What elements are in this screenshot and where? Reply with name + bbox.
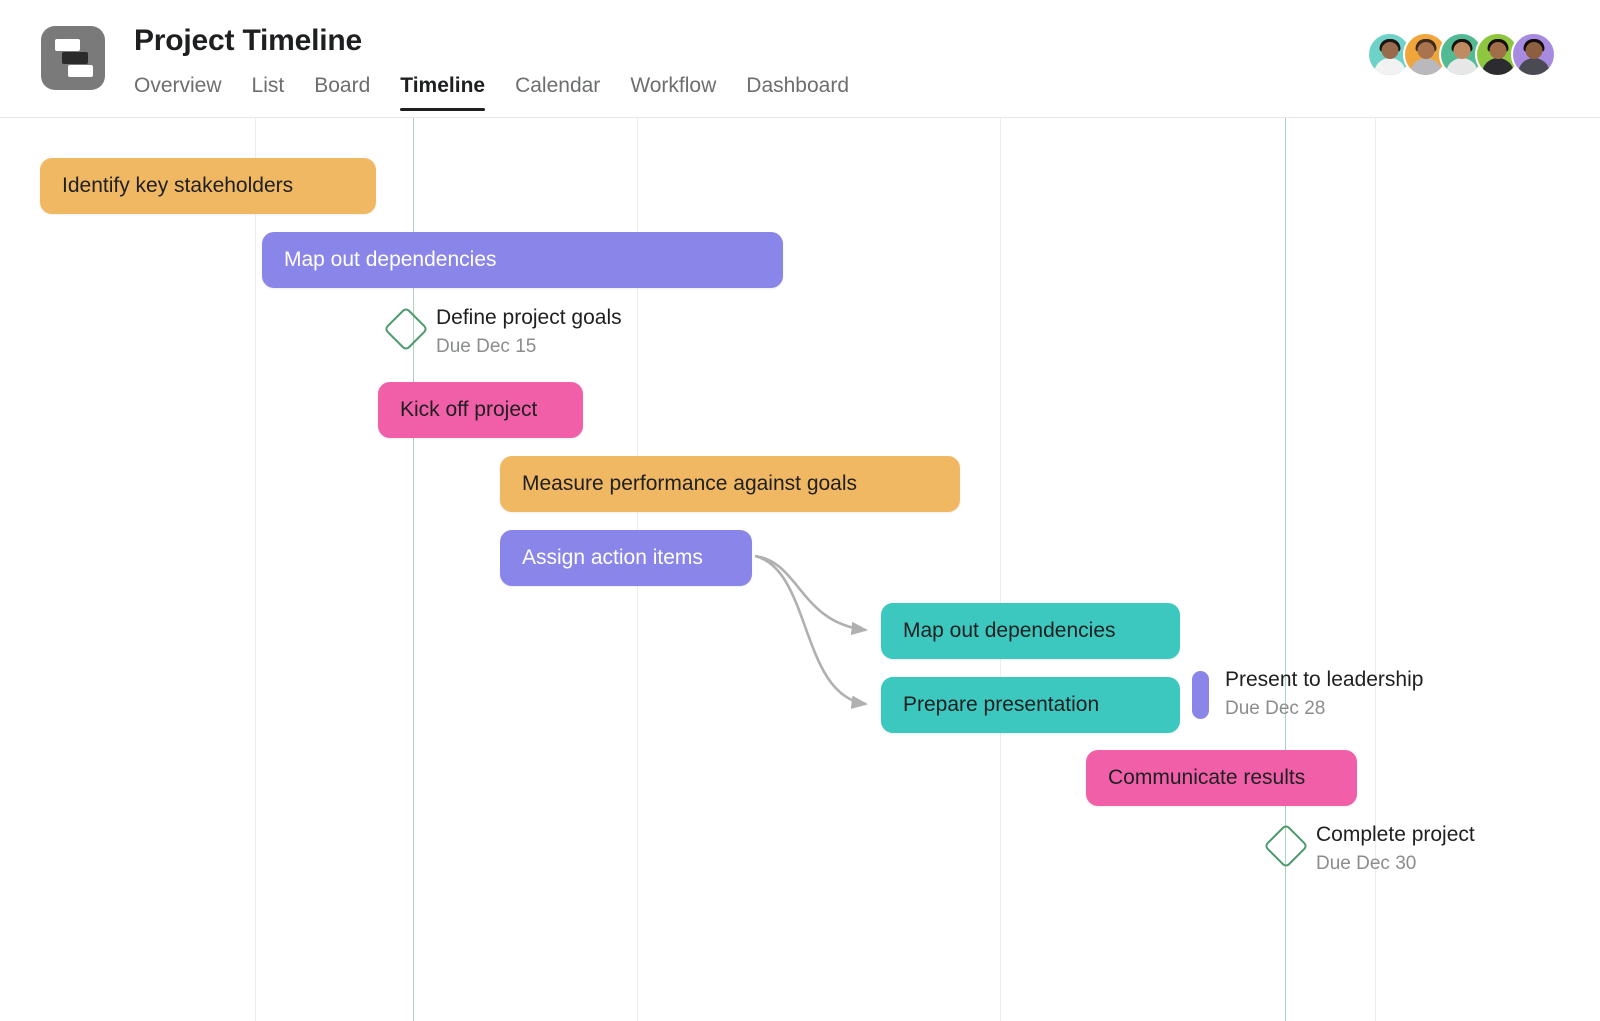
page-title: Project Timeline — [134, 24, 362, 57]
gridline-3 — [1000, 118, 1001, 1021]
task-bar-identify-key-stakeholders[interactable]: Identify key stakeholders — [40, 158, 376, 214]
bar-label: Communicate results — [1108, 766, 1306, 789]
logo-bar-top — [55, 39, 80, 51]
avatar-body — [1409, 58, 1442, 75]
marker-title: Present to leadership — [1225, 668, 1424, 691]
tab-timeline[interactable]: Timeline — [400, 74, 485, 111]
timeline-gantt-logo-icon — [41, 26, 105, 90]
dependency-arrows-layer — [754, 554, 869, 709]
dependency-arrow-assign-to-map-out — [754, 554, 869, 636]
milestone-due-date: Due Dec 30 — [1316, 853, 1417, 874]
bar-label: Measure performance against goals — [522, 472, 858, 495]
avatar-face — [1489, 42, 1506, 59]
task-bar-communicate-results[interactable]: Communicate results — [1086, 750, 1357, 806]
tab-overview[interactable]: Overview — [134, 74, 222, 111]
tab-workflow[interactable]: Workflow — [630, 74, 716, 111]
gridline-1 — [255, 118, 256, 1021]
bar-label: Identify key stakeholders — [62, 174, 294, 197]
gridline-milestone — [1285, 118, 1286, 1021]
bar-label: Map out dependencies — [903, 619, 1116, 642]
milestone-due-date: Due Dec 15 — [436, 336, 537, 357]
tab-calendar[interactable]: Calendar — [515, 74, 600, 111]
task-bar-map-out-dependencies-1[interactable]: Map out dependencies — [262, 232, 783, 288]
tab-list[interactable]: List — [252, 74, 285, 111]
milestone-diamond-icon — [383, 306, 429, 352]
logo-bar-middle — [62, 52, 88, 64]
marker-pill — [1192, 671, 1209, 719]
member-avatar-group — [1367, 32, 1556, 77]
milestone-title: Define project goals — [436, 306, 622, 329]
member-avatar-5[interactable] — [1511, 32, 1556, 77]
logo-bar-bottom — [68, 65, 93, 77]
avatar-body — [1445, 58, 1478, 75]
bar-label: Map out dependencies — [284, 248, 497, 271]
bar-label: Assign action items — [522, 546, 703, 569]
task-bar-map-out-dependencies-2[interactable]: Map out dependencies — [881, 603, 1180, 659]
avatar-face — [1525, 42, 1542, 59]
avatar-face — [1453, 42, 1470, 59]
bar-label: Prepare presentation — [903, 693, 1100, 716]
gridline-4 — [1375, 118, 1376, 1021]
task-bar-kick-off-project[interactable]: Kick off project — [378, 382, 583, 438]
app-header: Project Timeline Overview List Board Timeli… — [0, 0, 1600, 118]
avatar-body — [1481, 58, 1514, 75]
task-bar-assign-action-items[interactable]: Assign action items — [500, 530, 752, 586]
bar-label: Kick off project — [400, 398, 538, 421]
marker-due-date: Due Dec 28 — [1225, 698, 1326, 719]
milestone-diamond-icon — [1263, 823, 1309, 869]
dependency-arrow-assign-to-prepare — [754, 554, 869, 709]
tab-dashboard[interactable]: Dashboard — [746, 74, 849, 111]
view-tabs: Overview List Board Timeline Calendar Workflo… — [134, 74, 879, 118]
avatar-face — [1381, 42, 1398, 59]
avatar-body — [1517, 58, 1550, 75]
task-bar-measure-performance-against-goals[interactable]: Measure performance against goals — [500, 456, 960, 512]
gridline-today — [413, 118, 414, 1021]
milestone-title: Complete project — [1316, 823, 1475, 846]
task-bar-prepare-presentation[interactable]: Prepare presentation — [881, 677, 1180, 733]
avatar-face — [1417, 42, 1434, 59]
avatar-body — [1373, 58, 1406, 75]
tab-board[interactable]: Board — [314, 74, 370, 111]
